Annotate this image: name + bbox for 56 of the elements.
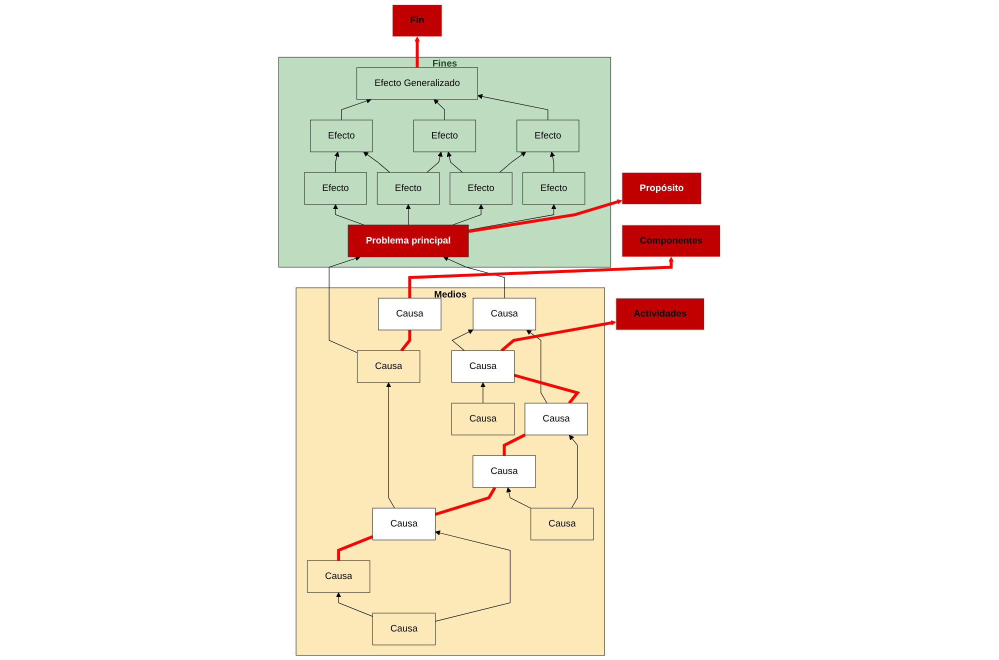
node-box: Efecto — [304, 172, 367, 205]
arrow — [363, 152, 390, 173]
node-box: Actividades — [616, 298, 705, 330]
arrow — [406, 204, 411, 226]
node-box: Causa — [451, 402, 515, 436]
arrow — [386, 382, 395, 508]
arrow — [443, 256, 505, 298]
connector — [502, 434, 526, 456]
node-box: Problema principal — [348, 224, 469, 258]
arrow — [435, 530, 510, 622]
node-box: Causa — [372, 508, 436, 540]
connector — [514, 374, 580, 404]
arrow — [468, 199, 622, 233]
node-box: Componentes — [622, 224, 721, 258]
node-box: Efecto — [450, 172, 512, 205]
arrow — [426, 152, 443, 173]
node-box: Fin — [392, 4, 442, 37]
arrow — [341, 98, 372, 120]
arrow — [480, 382, 486, 404]
node-box: Causa — [451, 350, 515, 383]
connector — [434, 486, 496, 516]
node-box: Causa — [472, 455, 536, 488]
node-box: Efecto — [376, 172, 440, 205]
node-box: Causa — [524, 402, 588, 436]
arrow — [526, 330, 548, 404]
node-box: Causa — [530, 508, 594, 540]
node-box: Propósito — [622, 172, 702, 205]
arrow — [328, 256, 360, 354]
node-box: Efecto — [310, 120, 373, 152]
node-box: Efecto — [413, 120, 476, 152]
arrow — [477, 94, 548, 120]
arrow — [452, 204, 484, 226]
node-box: Causa — [356, 350, 420, 383]
arrow — [468, 204, 556, 230]
arrow — [334, 152, 340, 173]
node-box: Causa — [378, 298, 442, 330]
arrow — [332, 204, 364, 226]
node-box: Efecto Generalizado — [356, 67, 478, 100]
arrow — [568, 434, 578, 508]
node-box: Efecto — [522, 172, 586, 205]
arrow — [499, 152, 526, 173]
arrow — [506, 487, 532, 509]
arrow — [500, 320, 616, 352]
node-box: Efecto — [516, 120, 580, 152]
arrow — [452, 330, 474, 351]
arrow — [414, 36, 420, 68]
node-box: Causa — [472, 298, 536, 330]
node-box: Causa — [372, 612, 436, 646]
arrow — [336, 592, 373, 617]
arrow — [434, 99, 445, 120]
arrow — [446, 152, 463, 173]
arrow — [550, 152, 556, 173]
node-box: Causa — [306, 560, 370, 593]
arrow — [408, 256, 674, 298]
connector — [337, 535, 374, 561]
connector — [400, 330, 412, 352]
